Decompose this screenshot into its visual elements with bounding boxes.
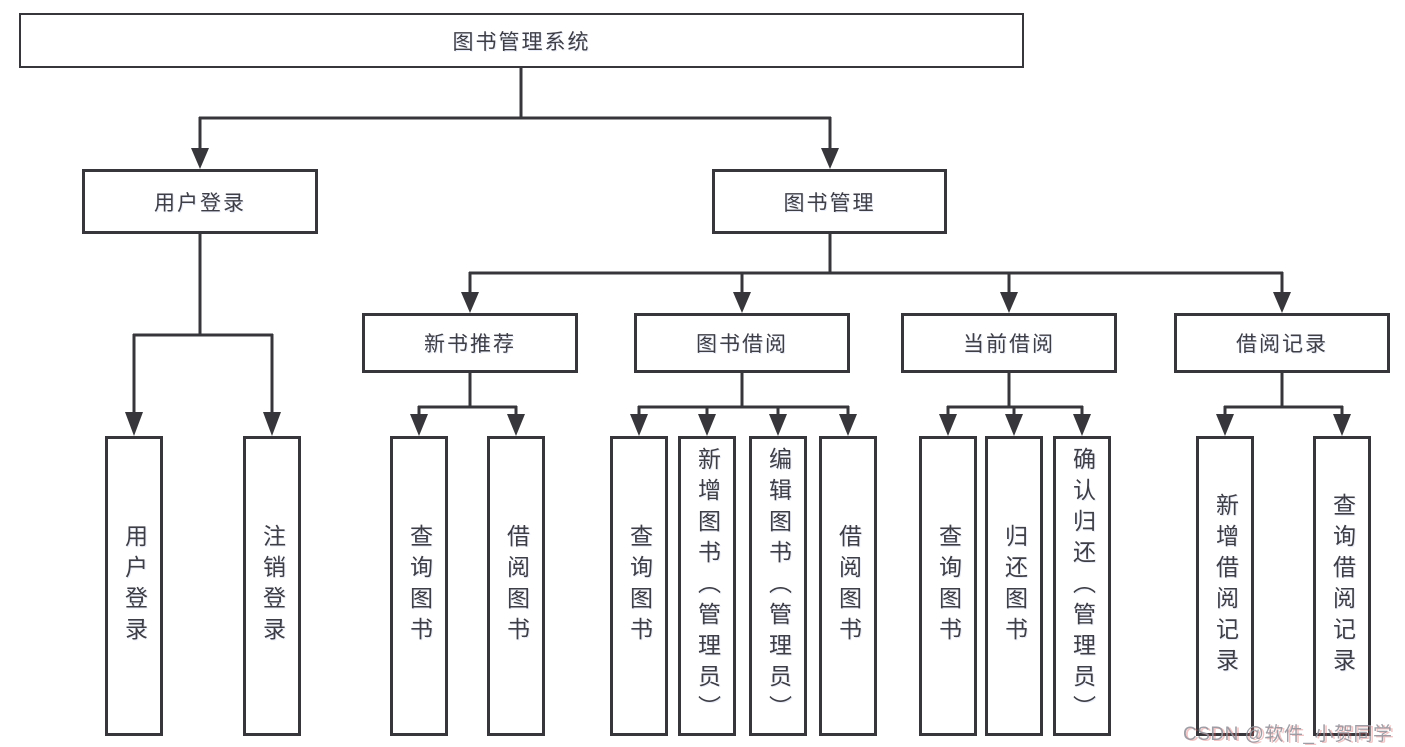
- leaf-query-books-newbook: 查询图书: [390, 436, 448, 736]
- leaf-query-borrow-record: 查询借阅记录: [1313, 436, 1371, 736]
- leaf-query-books-borrow: 查询图书: [610, 436, 668, 736]
- leaf-borrow-books-newbook: 借阅图书: [487, 436, 545, 736]
- connectors-new-book: [410, 372, 525, 436]
- leaf-return-book: 归还图书: [985, 436, 1043, 736]
- leaf-logout: 注销登录: [243, 436, 301, 736]
- leaf-borrow-books-borrow: 借阅图书: [819, 436, 877, 736]
- leaf-user-login: 用户登录: [105, 436, 163, 736]
- leaf-confirm-return-admin: 确认归还（管理员）: [1053, 436, 1111, 736]
- node-new-book-recommendation: 新书推荐: [362, 313, 578, 373]
- connectors-book-borrow: [630, 372, 857, 436]
- connectors-borrow-records: [1216, 372, 1351, 436]
- leaf-add-borrow-record: 新增借阅记录: [1196, 436, 1254, 736]
- watermark-csdn: CSDN @软件_小贺同学: [1183, 724, 1393, 745]
- leaf-edit-book-admin: 编辑图书（管理员）: [749, 436, 807, 736]
- leaf-add-book-admin: 新增图书（管理员）: [678, 436, 736, 736]
- connectors-user-login: [125, 233, 281, 436]
- node-user-login: 用户登录: [82, 169, 318, 234]
- connectors-current-borrow: [939, 372, 1091, 436]
- node-borrowing-records: 借阅记录: [1174, 313, 1390, 373]
- connectors-root: [191, 68, 839, 169]
- node-book-management: 图书管理: [712, 169, 947, 234]
- node-book-borrowing: 图书借阅: [634, 313, 850, 373]
- connectors-book-management: [461, 233, 1291, 313]
- leaf-query-books-current: 查询图书: [919, 436, 977, 736]
- node-library-management-system: 图书管理系统: [19, 13, 1024, 68]
- node-current-borrowing: 当前借阅: [901, 313, 1117, 373]
